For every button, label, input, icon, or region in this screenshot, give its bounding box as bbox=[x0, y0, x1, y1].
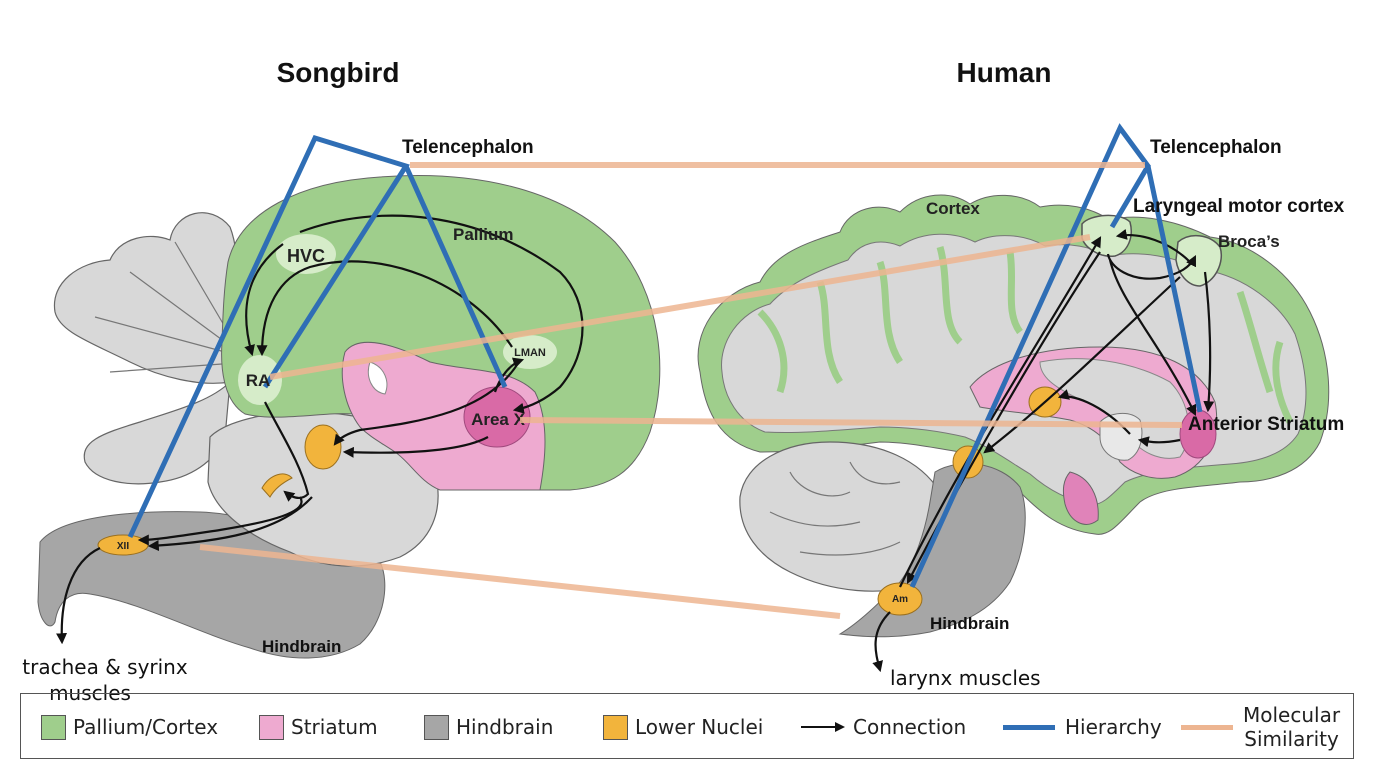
legend-hierarchy: Hierarchy bbox=[1003, 694, 1162, 760]
laryngeal-motor-cortex-label: Laryngeal motor cortex bbox=[1133, 196, 1345, 217]
ra-nucleus bbox=[238, 355, 282, 405]
legend-hierarchy-label: Hierarchy bbox=[1065, 715, 1162, 739]
hindbrain-swatch bbox=[424, 714, 449, 740]
brocas-region bbox=[1175, 235, 1222, 287]
songbird-midbrain-nucleus bbox=[261, 473, 293, 498]
songbird-brain: Telencephalon Pallium HVC RA LMAN Area X… bbox=[22, 134, 661, 705]
am-label: Am bbox=[892, 594, 908, 605]
songbird-lower-nucleus bbox=[304, 424, 342, 470]
human-connections bbox=[872, 229, 1215, 673]
lower-nuclei-swatch bbox=[603, 714, 628, 740]
legend-connection-label: Connection bbox=[853, 715, 967, 739]
legend-molecular-label-line2: Similarity bbox=[1244, 727, 1339, 751]
human-hindbrain-label: Hindbrain bbox=[930, 614, 1009, 633]
songbird-cerebellum bbox=[53, 212, 239, 485]
brocas-label: Broca’s bbox=[1218, 232, 1280, 251]
anterior-striatum-label: Anterior Striatum bbox=[1188, 414, 1344, 435]
pallium-label: Pallium bbox=[453, 225, 513, 244]
songbird-title: Songbird bbox=[277, 57, 400, 88]
legend-striatum: Striatum bbox=[259, 694, 378, 760]
legend-hindbrain: Hindbrain bbox=[424, 694, 553, 760]
songbird-connections bbox=[56, 214, 584, 645]
legend-striatum-label: Striatum bbox=[291, 715, 378, 739]
legend-molecular-similarity: Molecular Similarity bbox=[1181, 694, 1340, 760]
hierarchy-line-swatch bbox=[1003, 724, 1055, 730]
human-title: Human bbox=[957, 57, 1052, 88]
songbird-striatum bbox=[341, 341, 546, 491]
human-telencephalon-label: Telencephalon bbox=[1150, 137, 1282, 158]
songbird-telencephalon-label: Telencephalon bbox=[402, 137, 534, 158]
human-hierarchy-lines bbox=[909, 123, 1203, 589]
legend-lower-nuclei-label: Lower Nuclei bbox=[635, 715, 764, 739]
human-hindbrain bbox=[838, 463, 1026, 638]
songbird-output-line1: trachea & syrinx bbox=[22, 655, 188, 679]
connection-arrow-icon bbox=[801, 722, 845, 732]
xii-label: XII bbox=[117, 541, 129, 552]
striatum-swatch bbox=[259, 714, 284, 740]
legend-connection: Connection bbox=[799, 694, 966, 760]
songbird-hierarchy-lines bbox=[127, 134, 508, 539]
am-nucleus bbox=[877, 582, 923, 616]
pallium-cortex-swatch bbox=[41, 714, 66, 740]
legend-molecular-label-line1: Molecular bbox=[1243, 703, 1341, 727]
ra-label: RA bbox=[246, 371, 271, 390]
hvc-label: HVC bbox=[287, 246, 325, 266]
cortex-label: Cortex bbox=[926, 199, 980, 218]
songbird-hindbrain-label: Hindbrain bbox=[262, 637, 341, 656]
lman-label: LMAN bbox=[514, 347, 546, 359]
legend-lower-nuclei: Lower Nuclei bbox=[603, 694, 763, 760]
molecular-similarity-lines bbox=[199, 162, 1183, 619]
human-output-label: larynx muscles bbox=[890, 666, 1041, 690]
legend-pallium-cortex: Pallium/Cortex bbox=[41, 694, 218, 760]
molecular-similarity-line-swatch bbox=[1181, 724, 1233, 730]
area-x-label: Area X bbox=[471, 410, 526, 429]
human-brain: Telencephalon Cortex Laryngeal motor cor… bbox=[697, 123, 1345, 690]
legend-pallium-cortex-label: Pallium/Cortex bbox=[73, 715, 219, 739]
legend-hindbrain-label: Hindbrain bbox=[456, 715, 554, 739]
legend: Pallium/Cortex Striatum Hindbrain Lower … bbox=[20, 693, 1354, 759]
